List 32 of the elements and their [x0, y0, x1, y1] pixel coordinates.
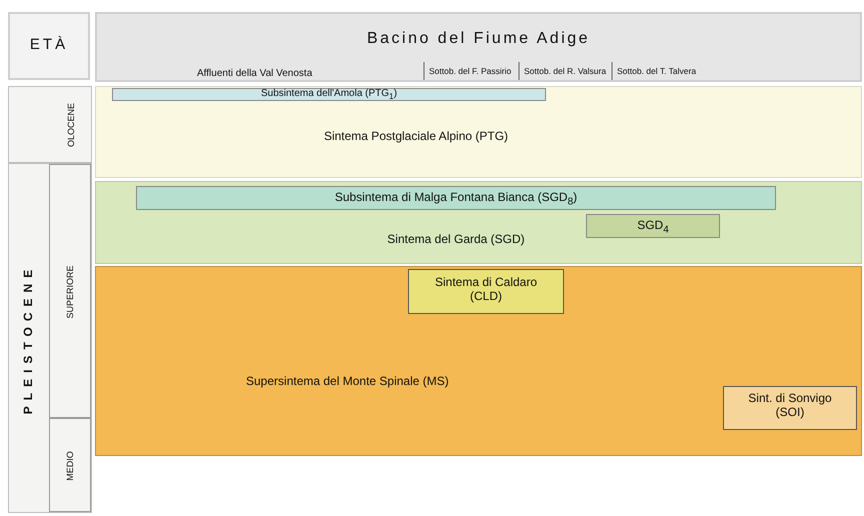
- unit-label: Sintema Postglaciale Alpino (PTG): [322, 130, 510, 144]
- header-cell: [95, 12, 862, 82]
- subunit-bar: [112, 88, 546, 101]
- epoch-cell: [8, 86, 92, 163]
- unit-label: Sintema del Garda (SGD): [386, 233, 526, 247]
- subheading: Sottob. del F. Passirio: [429, 67, 512, 77]
- unit-band: [95, 266, 862, 456]
- subepoch-label: MEDIO: [64, 451, 76, 481]
- subepoch-label: SUPERIORE: [64, 266, 76, 318]
- header-cell: [8, 12, 90, 80]
- column-heading: ETÀ: [28, 36, 70, 54]
- subepoch-cell: [49, 164, 91, 418]
- subheading: Sottob. del T. Talvera: [617, 67, 696, 77]
- epoch-label: PLEISTOCENE: [22, 264, 36, 414]
- subunit-box: [408, 269, 564, 314]
- unit-label: Subsintema dell'Amola (PTG$_{1}$): [260, 88, 398, 102]
- subheading: Affluenti della Val Venosta: [197, 68, 312, 80]
- unit-label: SGD$_{4}$: [636, 219, 670, 236]
- unit-label: Supersintema del Monte Spinale (MS): [246, 375, 449, 389]
- epoch-label: OLOCENE: [66, 103, 76, 147]
- subheading: Sottob. del R. Valsura: [524, 67, 606, 77]
- column-heading: Bacino del Fiume Adige: [366, 30, 592, 48]
- subepoch-cell: [49, 418, 91, 512]
- unit-band: [95, 181, 862, 264]
- unit-label: Sintema di Caldaro (CLD): [434, 276, 538, 304]
- subunit-box: [723, 386, 857, 430]
- subunit-bar: [136, 186, 776, 210]
- epoch-cell: [8, 163, 92, 513]
- unit-label: Sint. di Sonvigo (SOI): [747, 392, 833, 420]
- unit-band: [95, 86, 862, 178]
- unit-label: Subsintema di Malga Fontana Bianca (SGD$_{8}$): [334, 191, 578, 208]
- subunit-bar: [586, 214, 720, 238]
